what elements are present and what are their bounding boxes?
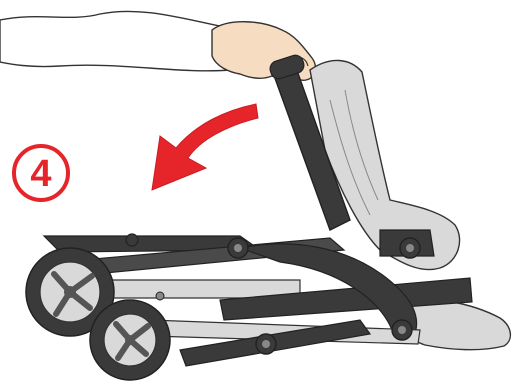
step-number: 4 <box>10 142 72 204</box>
fold-direction-arrow <box>152 104 258 190</box>
front-wheel <box>90 300 170 380</box>
step-badge: 4 <box>10 142 72 204</box>
sleeve <box>0 11 230 70</box>
